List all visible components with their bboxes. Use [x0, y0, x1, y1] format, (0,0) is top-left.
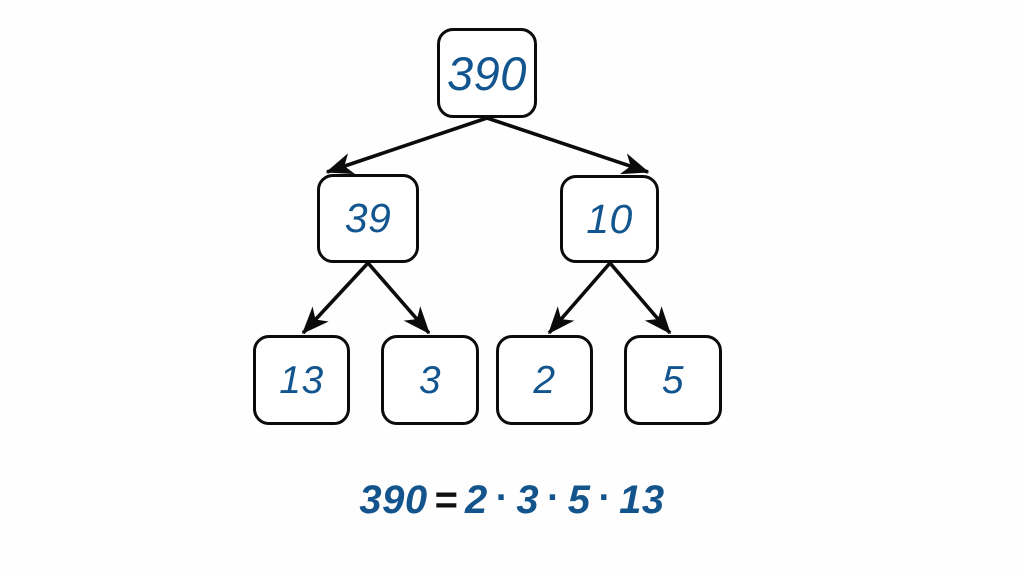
node-value: 3 — [418, 358, 442, 402]
factorization-equation: 390=2·3·5·13 — [0, 477, 1024, 523]
multiply-dot-2: · — [547, 477, 560, 519]
node-value: 2 — [533, 358, 556, 402]
node-13[interactable]: 13 — [253, 335, 350, 425]
edge-10-to-2 — [547, 261, 612, 335]
multiply-dot-1: · — [495, 477, 509, 519]
edge-root-to-39 — [325, 116, 488, 175]
edge-39-to-13 — [301, 261, 370, 335]
edge-39-to-3 — [366, 261, 431, 335]
node-value: 10 — [586, 195, 633, 242]
node-root[interactable]: 390 — [437, 28, 537, 118]
node-5[interactable]: 5 — [624, 335, 722, 425]
edge-root-to-10 — [486, 116, 650, 175]
equation-factor-1: 2 — [464, 478, 488, 522]
node-39[interactable]: 39 — [317, 174, 419, 263]
equals-sign: = — [434, 478, 458, 522]
node-3[interactable]: 3 — [381, 335, 479, 425]
node-value: 5 — [661, 358, 685, 402]
edge-10-to-5 — [608, 261, 672, 335]
multiply-dot-3: · — [598, 477, 612, 519]
equation-factor-2: 3 — [516, 478, 540, 522]
node-2[interactable]: 2 — [496, 335, 593, 425]
equation-factor-3: 5 — [567, 478, 591, 522]
equation-factor-4: 13 — [619, 478, 665, 522]
node-value: 390 — [447, 46, 527, 100]
node-value: 13 — [279, 358, 324, 402]
node-value: 39 — [344, 195, 392, 241]
node-10[interactable]: 10 — [560, 175, 659, 263]
equation-left-value: 390 — [359, 478, 428, 522]
